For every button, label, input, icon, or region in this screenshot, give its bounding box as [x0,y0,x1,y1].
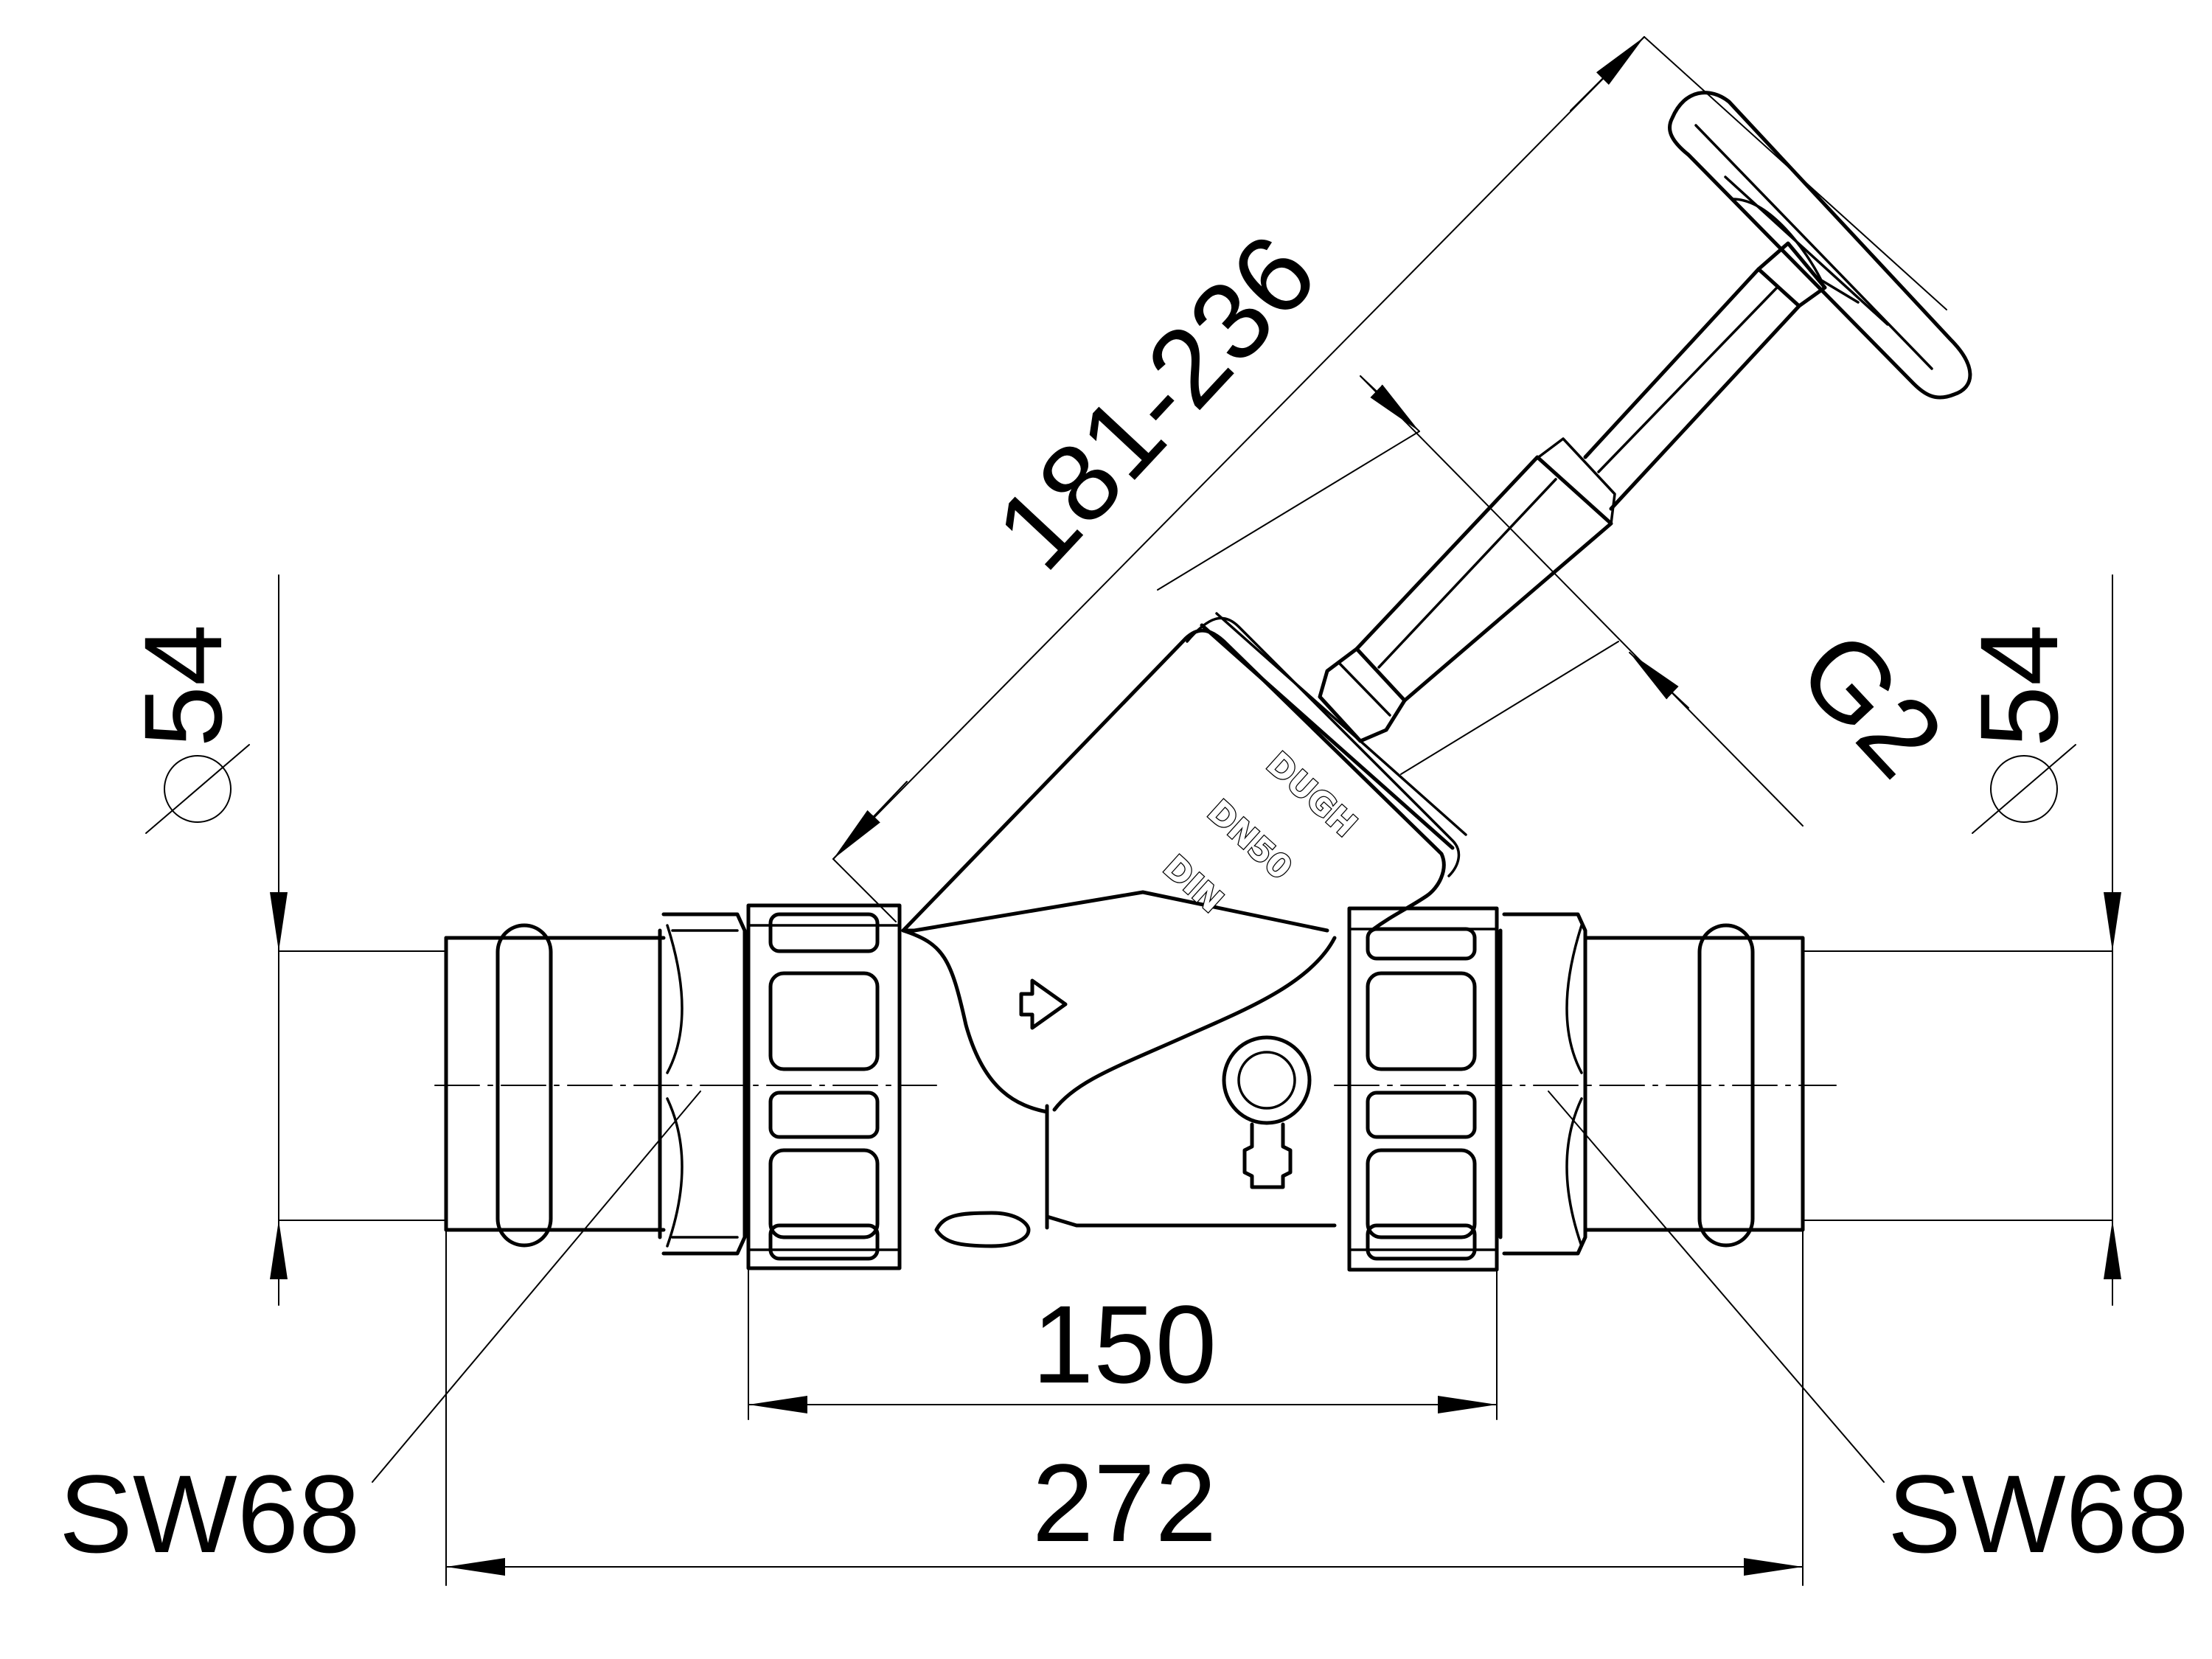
brand-marking: DUGH [1259,745,1364,844]
dimension-overall-length: 272 [445,1229,1804,1586]
overall-length-label: 272 [1032,1441,1217,1565]
handwheel [1668,91,1972,400]
leader-wrench-right: SW68 [1548,1091,2188,1576]
dimension-diameter-left: 54 [121,574,447,1306]
dimension-face-to-face: 150 [748,1267,1498,1420]
flow-direction-arrow [1019,978,1068,1030]
face-to-face-label: 150 [1032,1282,1217,1406]
body-marking: DUGH DN50 DIN [1155,744,1365,921]
dimension-diameter-right: 54 [1802,574,2121,1306]
thread-size-label: G2 [1775,608,1966,800]
diameter-symbol [164,755,232,823]
right-press-fitting [1498,912,1805,1256]
left-union-nut [746,903,902,1270]
valve-body [901,612,1467,1248]
leader-wrench-left: SW68 [59,1091,701,1576]
dimension-stroke-length: 181-236 [832,36,1947,922]
diameter-right-label: 54 [1957,625,2081,748]
left-press-fitting [444,912,747,1256]
right-union-nut [1347,906,1499,1272]
nominal-size-marking: DN50 [1200,793,1299,887]
wrench-right-label: SW68 [1888,1452,2188,1576]
test-port [1222,1035,1312,1189]
wrench-left-label: SW68 [59,1452,360,1576]
diameter-left-label: 54 [121,625,245,748]
spindle-assembly [1318,91,1972,743]
